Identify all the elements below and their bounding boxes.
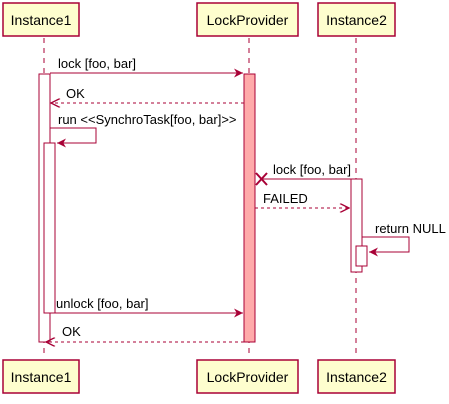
message-run-synchrotask-label: run <<SynchroTask[foo, bar]>> <box>58 112 237 127</box>
message-run-synchrotask-arrow <box>50 127 97 148</box>
participant-instance1-bottom-label: Instance1 <box>11 369 72 385</box>
message-lock-1: lock [foo, bar] <box>50 56 243 78</box>
activation-lockprovider <box>243 73 256 343</box>
participant-lockprovider-bottom: LockProvider <box>196 359 299 394</box>
participant-instance2-bottom-label: Instance2 <box>326 369 387 385</box>
message-failed: FAILED <box>255 191 349 208</box>
message-run-synchrotask: run <<SynchroTask[foo, bar]>> <box>50 112 237 148</box>
participant-instance1-top: Instance1 <box>2 2 80 37</box>
message-ok-1-label: OK <box>66 86 85 101</box>
activation-instance2-nested <box>355 245 368 267</box>
message-failed-label: FAILED <box>263 191 308 206</box>
lost-message-x-icon <box>255 172 268 186</box>
activation-instance2 <box>350 178 363 273</box>
message-lock-2-label: lock [foo, bar] <box>273 162 351 177</box>
message-unlock-label: unlock [foo, bar] <box>56 296 149 311</box>
participant-instance1-top-label: Instance1 <box>11 12 72 28</box>
participant-instance2-top-label: Instance2 <box>326 12 387 28</box>
participant-instance1-bottom: Instance1 <box>2 359 80 394</box>
participant-lockprovider-top-label: LockProvider <box>207 12 289 28</box>
message-return-null-label: return NULL <box>375 221 446 236</box>
message-lock-2: lock [foo, bar] <box>255 162 351 186</box>
message-return-null-arrow <box>362 236 410 257</box>
participant-instance2-bottom: Instance2 <box>317 359 396 394</box>
activation-instance1-nested <box>43 142 56 314</box>
message-ok-2-label: OK <box>62 324 81 339</box>
participant-instance2-top: Instance2 <box>317 2 396 37</box>
message-ok-2: OK <box>46 324 244 342</box>
message-return-null: return NULL <box>362 221 446 257</box>
message-unlock: unlock [foo, bar] <box>50 296 243 318</box>
message-ok-1: OK <box>51 86 244 103</box>
message-lock-1-label: lock [foo, bar] <box>58 56 136 71</box>
participant-lockprovider-top: LockProvider <box>196 2 299 37</box>
participant-lockprovider-bottom-label: LockProvider <box>207 369 289 385</box>
